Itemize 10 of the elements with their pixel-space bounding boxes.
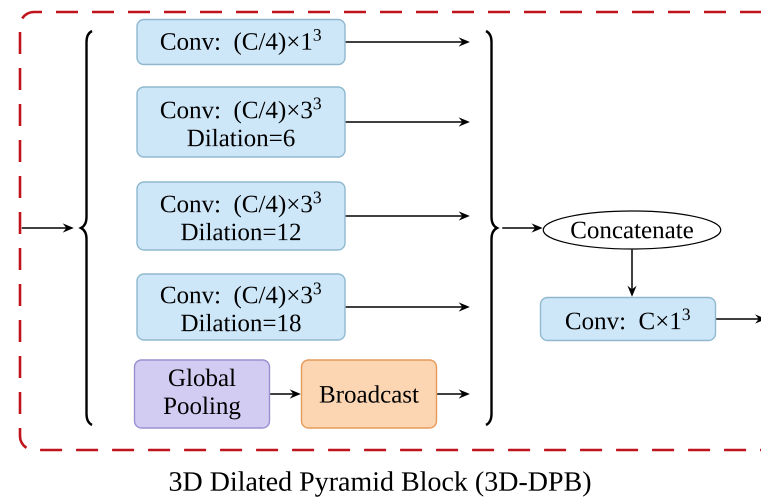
process-box: Broadcast [300,359,438,429]
process-box: Conv: C×1$^{3}$ [540,296,716,342]
process-box: Conv: (C/4)×3$^{3}$ Dilation=18 [136,273,346,341]
curly-brace [80,30,93,426]
process-box: Conv: (C/4)×3$^{3}$ Dilation=6 [136,86,346,158]
curly-brace [485,30,498,426]
process-box: Conv: (C/4)×3$^{3}$ Dilation=12 [136,181,346,251]
caption: 3D Dilated Pyramid Block (3D-DPB) [170,471,590,497]
process-box: Global Pooling [134,359,270,429]
process-box: Conv: (C/4)×1$^{3}$ [136,18,346,66]
